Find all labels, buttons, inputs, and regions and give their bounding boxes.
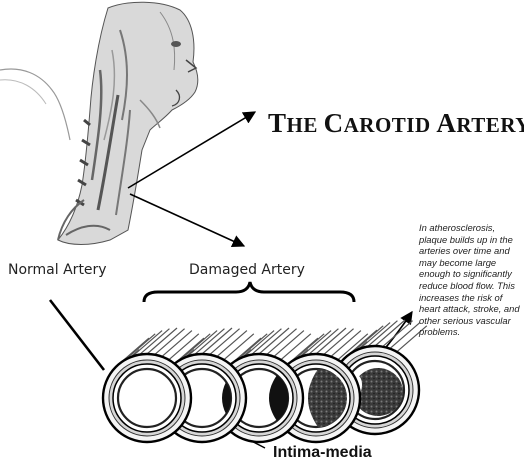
title-word-1: THE xyxy=(268,113,318,137)
damaged-brace xyxy=(144,282,354,302)
atherosclerosis-caption: In atherosclerosis, plaque builds up in … xyxy=(419,222,523,338)
intima-media-label: Intima-media xyxy=(273,444,372,462)
title-word-2: CAROTID xyxy=(324,113,431,137)
damaged-arrow xyxy=(130,194,244,246)
artery-cross-sections xyxy=(103,320,427,442)
normal-artery-label: Normal Artery xyxy=(8,262,107,278)
damaged-artery-label: Damaged Artery xyxy=(189,262,305,278)
normal-leader xyxy=(50,300,104,370)
title-word-3: ARTERY xyxy=(436,113,524,137)
page-title: THE CAROTID ARTERY xyxy=(268,108,524,139)
head-neck-illustration xyxy=(0,2,198,244)
